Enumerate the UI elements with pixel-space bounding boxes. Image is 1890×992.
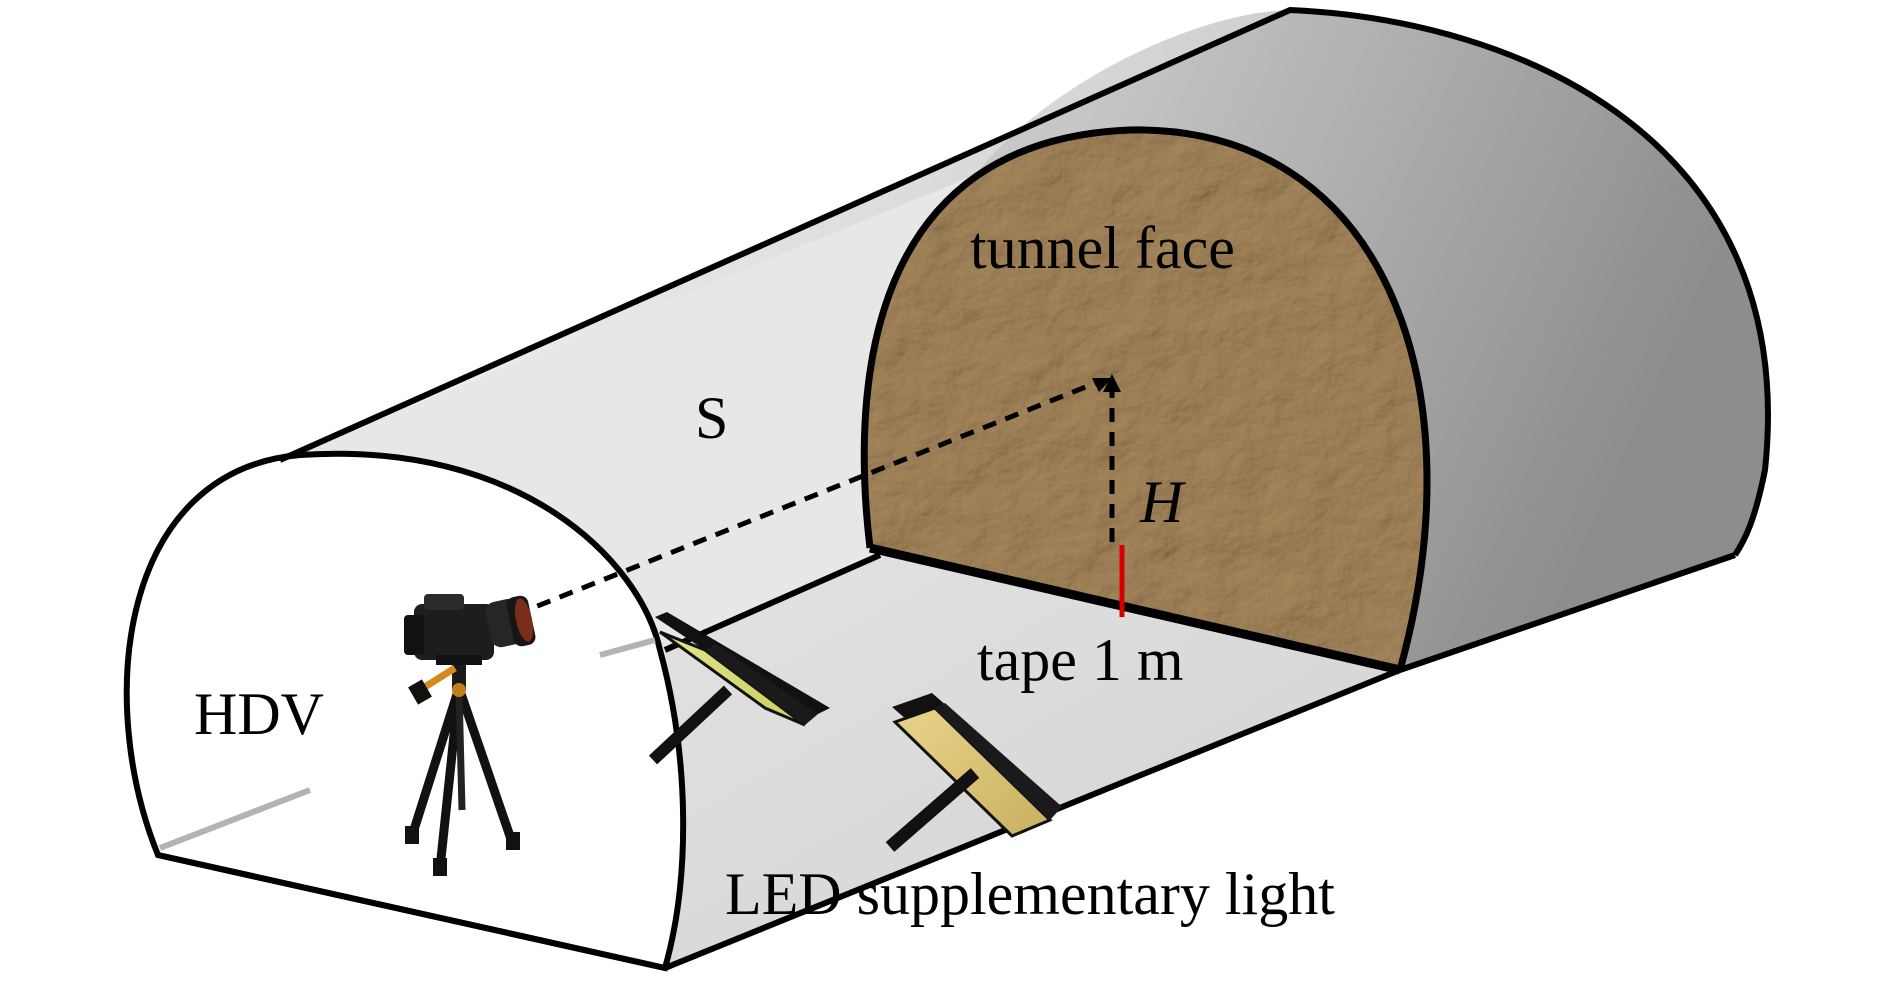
camera-icon (404, 594, 536, 665)
led-label: LED supplementary light (725, 861, 1335, 927)
tunnel-right-bottom-edge (1399, 552, 1736, 673)
tunnel-face (860, 126, 1431, 675)
tripod-icon (405, 660, 520, 876)
tunnel-near-portal (123, 450, 687, 972)
portal-floor-line (158, 787, 312, 851)
hdv-label: HDV (194, 681, 324, 747)
portal-floor-line-2 (599, 637, 656, 658)
led-light-1 (648, 612, 830, 765)
led-light-2 (885, 693, 1062, 852)
tunnel-bottom-edge (157, 667, 1402, 972)
tunnel-floor (655, 555, 1400, 968)
sightline-arrowhead (1092, 378, 1112, 392)
h-label: H (1139, 469, 1187, 535)
height-arrowhead (1103, 374, 1121, 392)
tunnel-top-edge (278, 6, 1771, 557)
tape-label: tape 1 m (977, 627, 1184, 693)
tunnel-left-wall-inner (280, 175, 975, 650)
camera-sightline (514, 379, 1099, 618)
s-label: S (695, 385, 728, 451)
tunnel-face-label: tunnel face (970, 215, 1235, 281)
